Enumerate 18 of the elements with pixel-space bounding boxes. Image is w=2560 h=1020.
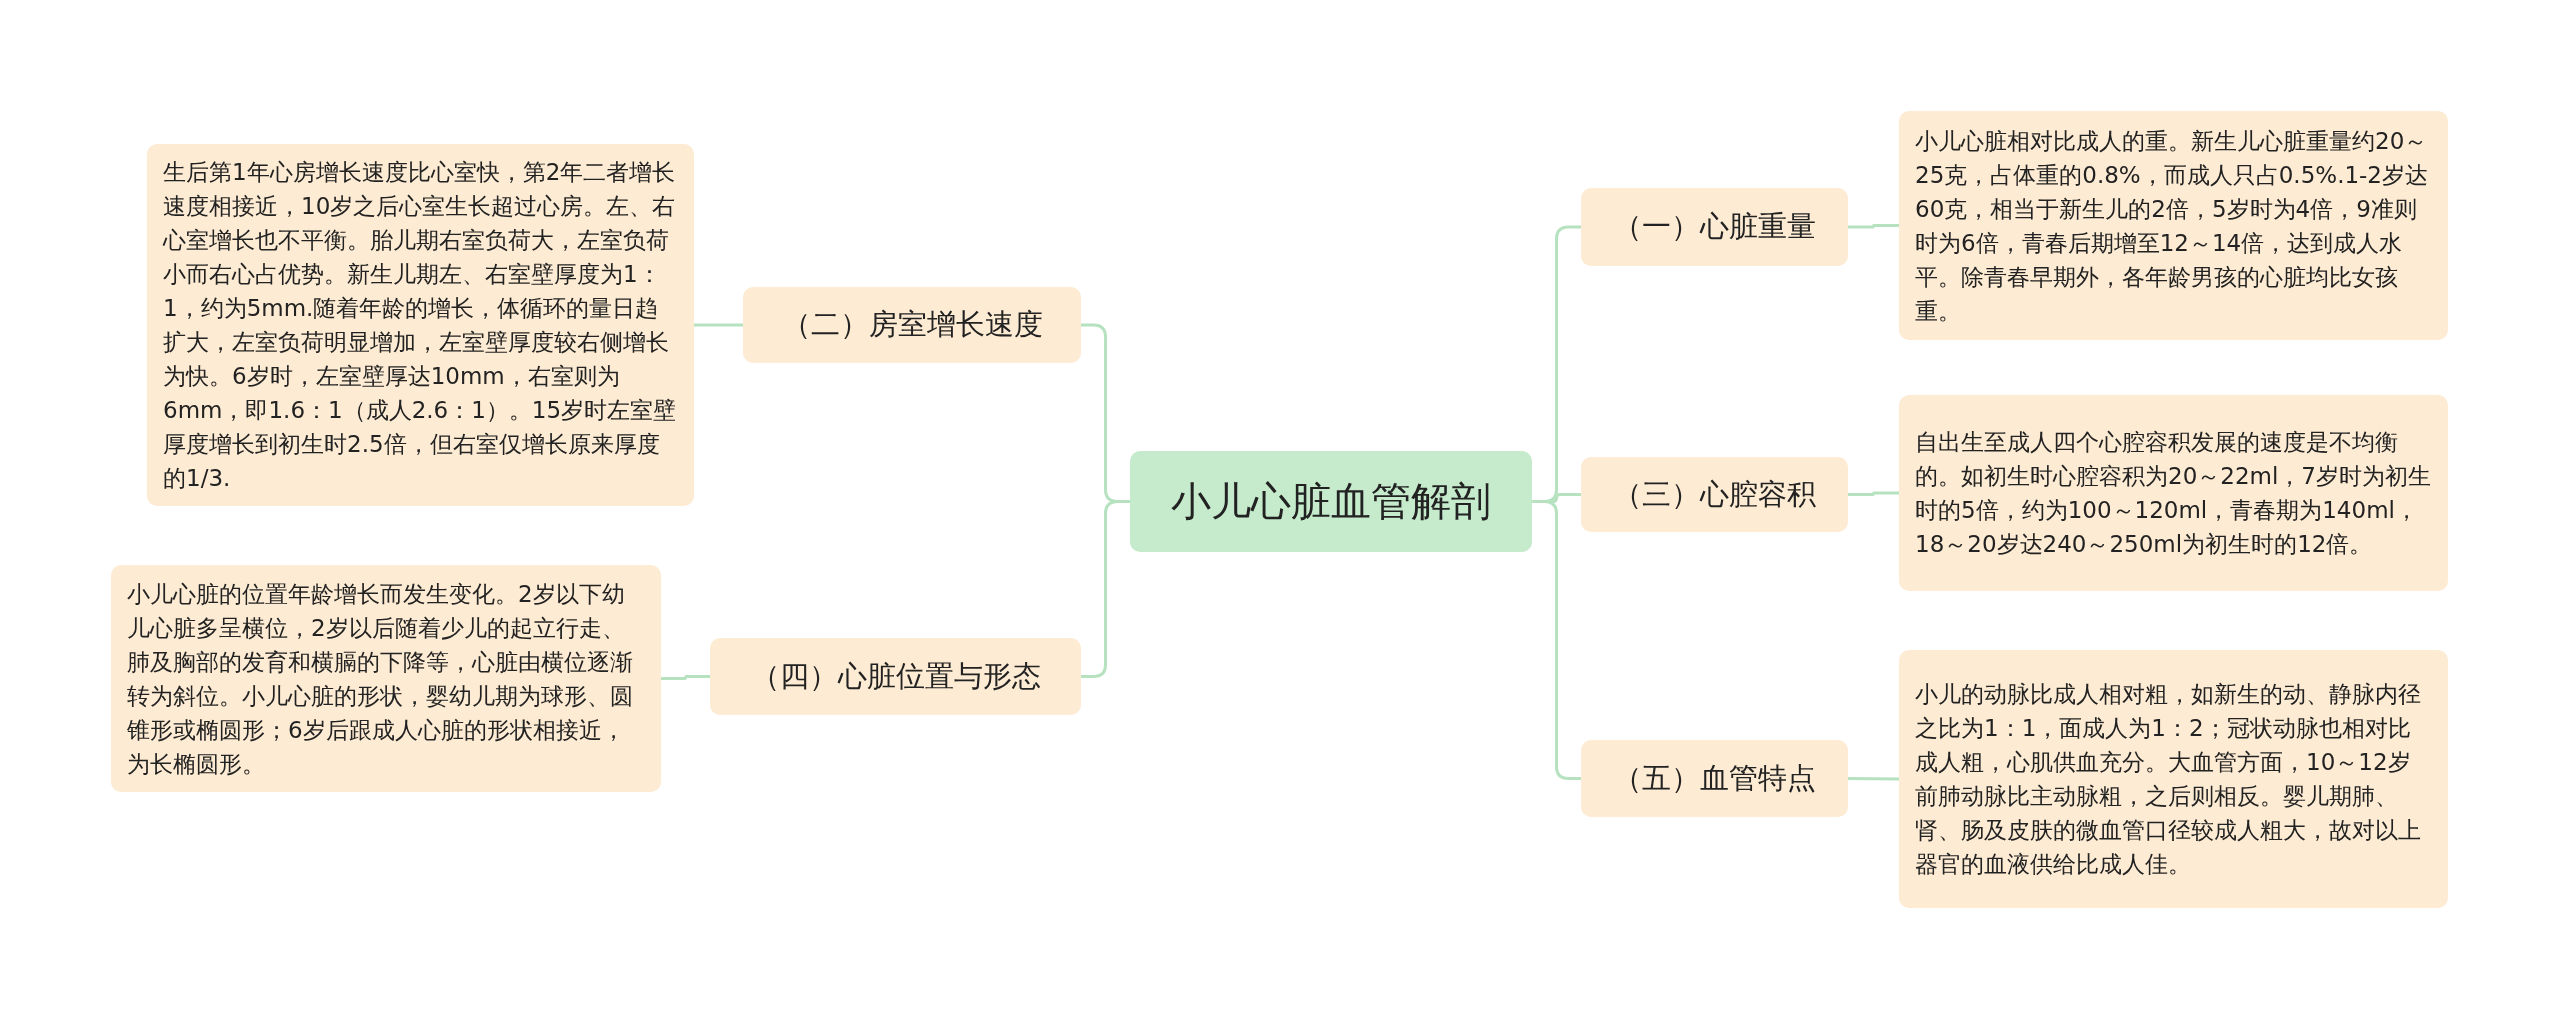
- topic-box: （四）心脏位置与形态: [710, 638, 1081, 715]
- central-topic-box: 小儿心脏血管解剖: [1130, 451, 1532, 552]
- note-box: 生后第1年心房增长速度比心室快，第2年二者增长速度相接近，10岁之后心室生长超过心房。左、右心室增长也不平衡。胎儿期右室负荷大，左室负荷小而右心占优势。新生儿期左、右室壁厚度为1：1，约为5mm.随着年龄的增长，体循环的量日趋扩大，左室负荷明显增加，左室壁厚度较右侧增长为快。6岁时，左室壁厚达10mm，右室则为6mm，即1.6：1（成人2.6：1）。15岁时左室壁厚度增长到初生时2.5倍，但右室仅增长原来厚度的1/3.: [147, 144, 694, 506]
- connector-line: [694, 323, 743, 327]
- topic-box: （三）心腔容积: [1581, 457, 1848, 532]
- note-box: 小儿心脏的位置年龄增长而发生变化。2岁以下幼儿心脏多呈横位，2岁以后随着少儿的起立行走、肺及胸部的发育和横膈的下降等，心脏由横位逐渐转为斜位。小儿心脏的形状，婴幼儿期为球形、圆锥形或椭圆形；6岁后跟成人心脏的形状相接近，为长椭圆形。: [111, 565, 661, 792]
- connector-line: [661, 675, 710, 680]
- connector-line: [1848, 491, 1899, 496]
- topic-box: （一）心脏重量: [1581, 188, 1848, 266]
- note-box: 小儿心脏相对比成人的重。新生儿心脏重量约20～25克，占体重的0.8%，而成人只占0.5%.1-2岁达60克，相当于新生儿的2倍，5岁时为4倍，9准则时为6倍，青春后期增至12～14倍，达到成人水平。除青春早期外，各年龄男孩的心脏均比女孩重。: [1899, 111, 2448, 340]
- topic-box: （二）房室增长速度: [743, 287, 1081, 363]
- connector-line: [1848, 224, 1899, 229]
- note-box: 自出生至成人四个心腔容积发展的速度是不均衡的。如初生时心腔容积为20～22ml，7岁时为初生时的5倍，约为100～120ml，青春期为140ml，18～20岁达240～250ml为初生时的12倍。: [1899, 395, 2448, 591]
- topic-box: （五）血管特点: [1581, 740, 1848, 817]
- connector-line: [1848, 777, 1899, 781]
- note-box: 小儿的动脉比成人相对粗，如新生的动、静脉内径之比为1：1，面成人为1：2；冠状动脉也相对比成人粗，心肌供血充分。大血管方面，10～12岁前肺动脉比主动脉粗，之后则相反。婴儿期肺、肾、肠及皮肤的微血管口径较成人粗大，故对以上器官的血液供给比成人佳。: [1899, 650, 2448, 908]
- connector-line: [1532, 500, 1581, 780]
- connector-line: [1081, 500, 1130, 678]
